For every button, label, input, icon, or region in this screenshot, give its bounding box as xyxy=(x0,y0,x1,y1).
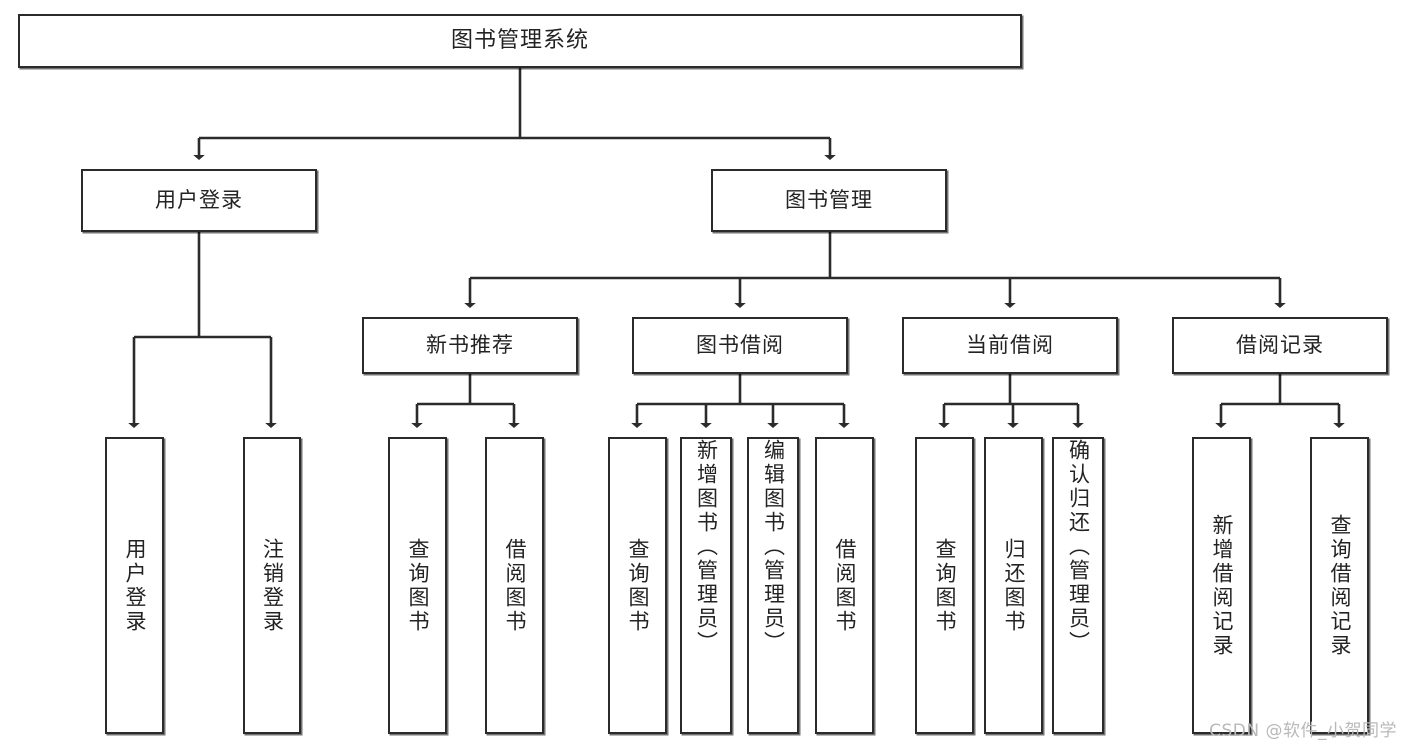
node-label: 注销登录 xyxy=(260,537,285,634)
node-label: 借阅图书 xyxy=(503,537,527,634)
node-leaf-edit-book[interactable]: 编辑图书（管理员） xyxy=(747,437,799,734)
node-label: 查询图书 xyxy=(406,537,430,634)
edges-currentborrow-to-leaves xyxy=(938,374,1084,428)
node-label: 确认归还（管理员） xyxy=(1066,439,1091,655)
node-leaf-borrow-book-1[interactable]: 借阅图书 xyxy=(485,437,544,734)
node-label: 归还图书 xyxy=(1002,537,1026,634)
node-root-book-management-system[interactable]: 图书管理系统 xyxy=(18,14,1022,68)
node-label: 图书借阅 xyxy=(696,333,784,358)
node-leaf-add-book[interactable]: 新增图书（管理员） xyxy=(680,437,732,734)
node-leaf-query-book-1[interactable]: 查询图书 xyxy=(388,437,447,734)
node-label: 新增图书（管理员） xyxy=(694,439,719,655)
edges-bookmanage-to-level3 xyxy=(464,232,1286,308)
node-current-borrow[interactable]: 当前借阅 xyxy=(902,317,1118,374)
node-label: 用户登录 xyxy=(155,188,243,213)
node-label: 图书管理系统 xyxy=(450,28,589,54)
node-label: 借阅记录 xyxy=(1236,333,1324,358)
node-leaf-logout-login[interactable]: 注销登录 xyxy=(243,437,301,734)
node-leaf-borrow-book-2[interactable]: 借阅图书 xyxy=(815,437,874,734)
node-label: 新书推荐 xyxy=(426,333,514,358)
node-label: 新增借阅记录 xyxy=(1210,513,1234,658)
node-leaf-add-borrow-record[interactable]: 新增借阅记录 xyxy=(1192,437,1251,734)
edges-newbook-to-leaves xyxy=(411,374,520,428)
edges-userlogin-to-leaves xyxy=(128,232,277,428)
node-book-manage[interactable]: 图书管理 xyxy=(711,169,947,232)
node-borrow-record[interactable]: 借阅记录 xyxy=(1172,317,1388,374)
node-new-book-recommend[interactable]: 新书推荐 xyxy=(362,317,578,374)
node-leaf-query-book-3[interactable]: 查询图书 xyxy=(915,437,974,734)
node-leaf-query-borrow-record[interactable]: 查询借阅记录 xyxy=(1310,437,1369,734)
node-label: 用户登录 xyxy=(123,537,147,634)
edges-bookborrow-to-leaves xyxy=(631,374,850,428)
node-leaf-confirm-return[interactable]: 确认归还（管理员） xyxy=(1052,437,1104,734)
node-label: 查询图书 xyxy=(626,537,650,634)
node-user-login[interactable]: 用户登录 xyxy=(81,169,317,232)
node-leaf-user-login[interactable]: 用户登录 xyxy=(105,437,164,734)
node-label: 当前借阅 xyxy=(966,333,1054,358)
edges-borrowrecord-to-leaves xyxy=(1215,374,1345,428)
node-label: 借阅图书 xyxy=(833,537,857,634)
node-leaf-return-book[interactable]: 归还图书 xyxy=(984,437,1043,734)
edges-root-to-level2 xyxy=(193,68,836,160)
node-label: 图书管理 xyxy=(785,188,873,213)
watermark-text: CSDN @软件_小贺同学 xyxy=(1209,721,1397,741)
node-book-borrow[interactable]: 图书借阅 xyxy=(632,317,848,374)
node-label: 查询借阅记录 xyxy=(1328,513,1352,658)
node-leaf-query-book-2[interactable]: 查询图书 xyxy=(608,437,667,734)
node-label: 查询图书 xyxy=(933,537,957,634)
node-label: 编辑图书（管理员） xyxy=(761,439,786,655)
